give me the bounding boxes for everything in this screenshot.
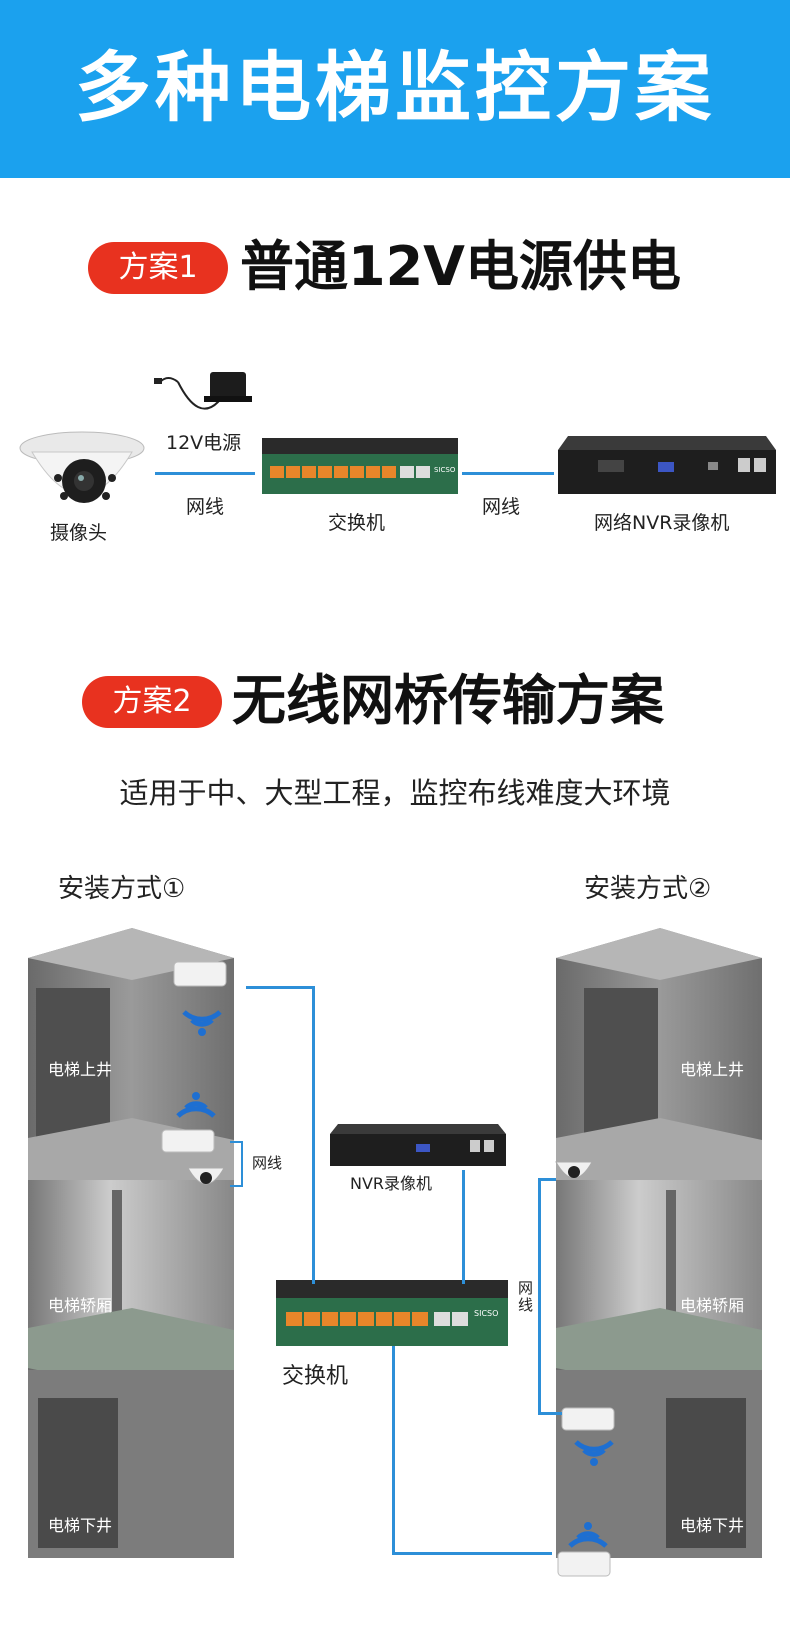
plan2-nvr-label: NVR录像机 <box>350 1174 433 1193</box>
nvr-recorder-icon <box>330 1124 506 1166</box>
plan1-title: 普通12V电源供电 <box>240 235 681 298</box>
power-label: 12V电源 <box>166 432 242 454</box>
right-lower-shaft-label: 电梯下井 <box>680 1516 745 1535</box>
cable-left-label: 网线 <box>186 496 225 518</box>
cable-nvr-switch <box>462 1170 465 1284</box>
svg-text:SICSO: SICSO <box>474 1309 498 1318</box>
right-car-label: 电梯轿厢 <box>680 1296 745 1315</box>
power-adapter-icon <box>154 372 252 410</box>
left-lower-shaft-label: 电梯下井 <box>48 1516 113 1535</box>
plan1-badge: 方案1 <box>88 242 228 294</box>
install-method-right: 安装方式② <box>584 874 712 904</box>
cable-switch-bridge-right <box>392 1552 552 1555</box>
install-method-left: 安装方式① <box>58 874 186 904</box>
left-upper-shaft-label: 电梯上井 <box>48 1060 113 1079</box>
nvr-recorder-icon <box>558 436 776 494</box>
cable-bridge-switch <box>312 986 315 1284</box>
cable-switch-bridge-right <box>392 1346 395 1554</box>
plan2-title: 无线网桥传输方案 <box>232 669 664 732</box>
wireless-bridge-icon <box>173 961 227 987</box>
header-banner <box>0 0 790 178</box>
cable-camera-switch <box>155 472 255 475</box>
cable-switch-nvr <box>462 472 554 475</box>
elevator-shaft-right <box>556 928 762 1558</box>
wireless-bridge-icon <box>557 1551 611 1577</box>
cable-right-label: 网线 <box>482 496 521 518</box>
cable-camera-bridge-right <box>538 1178 541 1414</box>
dome-camera-icon <box>19 431 145 503</box>
plan2-badge: 方案2 <box>82 676 222 728</box>
cable-bracket <box>230 1141 243 1187</box>
network-switch-icon: SICSO <box>276 1280 508 1346</box>
nvr-label: 网络NVR录像机 <box>594 512 730 534</box>
left-car-label: 电梯轿厢 <box>48 1296 113 1315</box>
wifi-icon <box>568 1522 608 1548</box>
wireless-bridge-icon <box>561 1407 615 1431</box>
right-upper-shaft-label: 电梯上井 <box>680 1060 745 1079</box>
dome-camera-icon <box>555 1161 593 1179</box>
plan2-switch-label: 交换机 <box>282 1364 349 1389</box>
switch-label: 交换机 <box>328 512 386 534</box>
plan2-subtitle: 适用于中、大型工程，监控布线难度大环境 <box>119 776 671 810</box>
dome-camera-icon <box>187 1167 225 1185</box>
camera-label: 摄像头 <box>50 522 108 544</box>
cable-camera-bridge-right <box>538 1412 562 1415</box>
elevator-shaft-left <box>28 928 234 1558</box>
wifi-icon <box>182 1010 222 1036</box>
page-title: 多种电梯监控方案 <box>75 43 715 132</box>
svg-text:SICSO: SICSO <box>434 466 456 474</box>
wireless-bridge-icon <box>161 1129 215 1153</box>
network-switch-icon: SICSO <box>262 438 458 494</box>
cable-bridge-switch <box>246 986 314 989</box>
right-cable-label: 网线 <box>518 1279 534 1314</box>
cable-camera-bridge-right <box>538 1178 556 1181</box>
wifi-icon <box>176 1092 216 1118</box>
left-cable-label: 网线 <box>252 1154 283 1172</box>
wifi-icon <box>574 1440 614 1466</box>
